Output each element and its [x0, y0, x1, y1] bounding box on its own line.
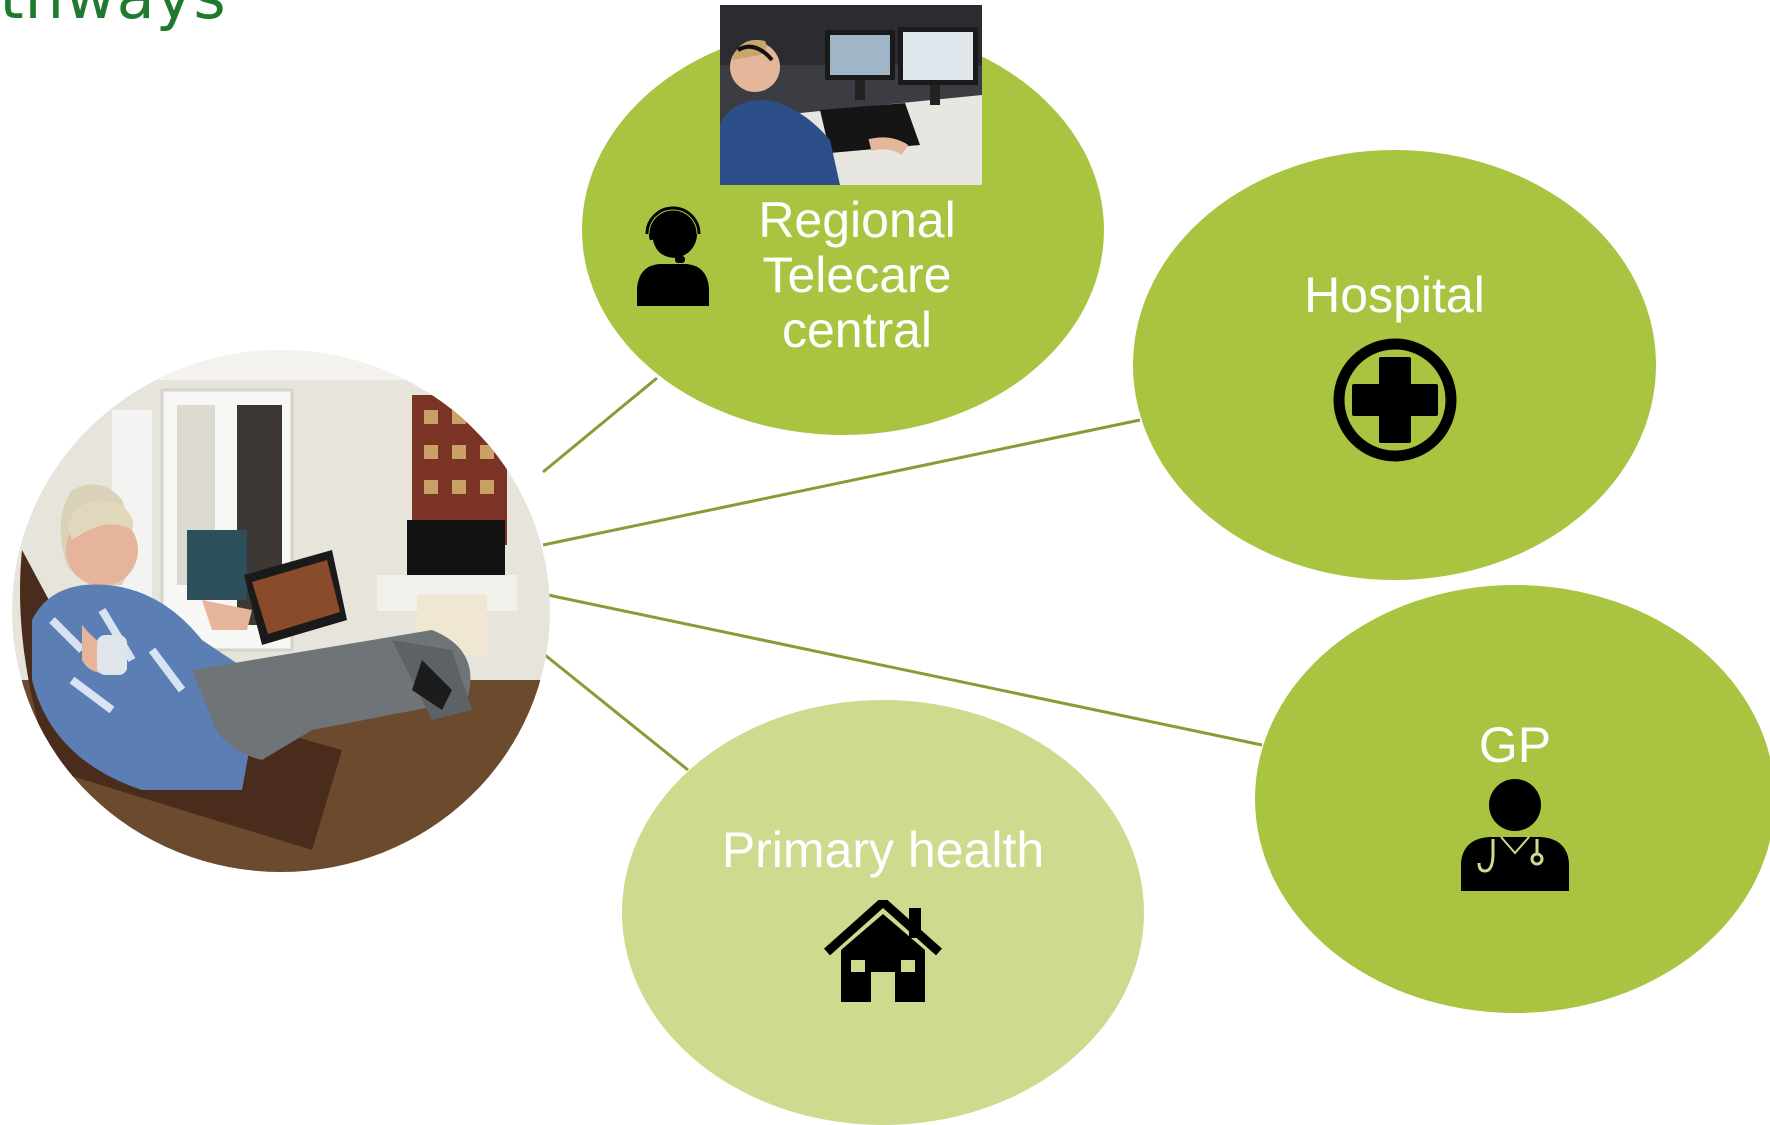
call-center-agent-icon: [637, 200, 709, 306]
telecare-node[interactable]: Regional Telecare central: [582, 25, 1104, 435]
connector-gp: [547, 593, 1263, 747]
hospital-cross-icon: [1332, 337, 1458, 463]
connector-telecare: [542, 376, 658, 474]
telecare-operator-photo: [720, 5, 982, 185]
connector-primary: [544, 653, 689, 772]
gp-label: GP: [1478, 716, 1552, 773]
hospital-node[interactable]: Hospital: [1133, 150, 1656, 580]
doctor-icon: [1461, 778, 1569, 891]
gp-node[interactable]: GP: [1255, 585, 1770, 1013]
connector-hospital: [542, 418, 1141, 547]
page-title: pathways: [0, 0, 227, 33]
telecare-label-line-3: central: [781, 302, 933, 358]
house-icon: [823, 900, 943, 1002]
telecare-label-line-1: Regional: [758, 192, 956, 248]
primary-health-node[interactable]: Primary health: [622, 700, 1144, 1125]
patient-photo: [12, 350, 550, 872]
telecare-label-line-2: Telecare: [762, 247, 952, 303]
hospital-label: Hospital: [1304, 266, 1485, 323]
primary-health-label: Primary health: [721, 822, 1045, 878]
